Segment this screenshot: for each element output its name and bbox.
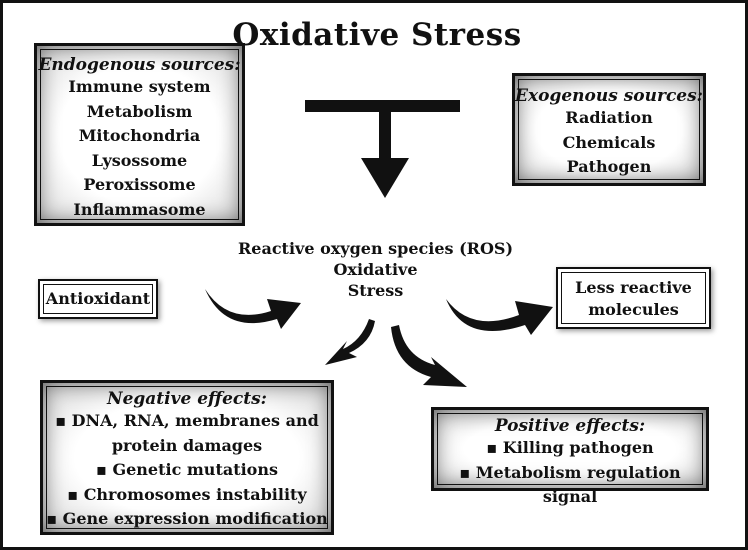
arrow-down-left-icon	[325, 319, 375, 365]
endogenous-item: Mitochondria	[78, 126, 201, 145]
negative-item: Genetic mutations	[43, 458, 331, 483]
endogenous-item: Metabolism	[86, 101, 193, 121]
positive-item: Killing pathogen	[434, 436, 706, 461]
negative-item: Chromosomes instability	[43, 483, 331, 508]
down-arrow-icon	[305, 100, 460, 198]
curved-arrow-right-icon	[205, 289, 301, 329]
negative-item-continued: protein damages	[111, 435, 263, 455]
stress-line: Stress	[347, 281, 404, 300]
negative-effects-box: Negative effects: DNA, RNA, membranes an…	[40, 380, 334, 535]
curved-arrow-right-icon	[446, 299, 553, 335]
arrow-down-right-icon	[391, 325, 467, 387]
exogenous-item: Radiation	[565, 108, 653, 127]
ros-line: Reactive oxygen species (ROS)	[237, 239, 514, 258]
endogenous-item: Inflammasome	[73, 199, 206, 219]
positive-item: Metabolism regulation signal	[434, 461, 706, 510]
negative-heading: Negative effects:	[107, 389, 267, 409]
positive-effects-box: Positive effects: Killing pathogen Metab…	[431, 407, 709, 506]
ros-center-label: Reactive oxygen species (ROS) Oxidative …	[233, 238, 518, 301]
exogenous-item: Chemicals	[562, 132, 656, 152]
exogenous-item: Pathogen	[566, 157, 652, 176]
less-reactive-box: Less reactive molecules	[556, 267, 711, 329]
molecules-line: molecules	[588, 300, 679, 319]
negative-item: Gene expression modification	[43, 507, 331, 532]
exogenous-heading: Exogenous sources:	[515, 86, 703, 106]
positive-heading: Positive effects:	[494, 416, 646, 436]
endogenous-item: Peroxissome	[83, 175, 196, 194]
diagram-title: Oxidative Stress	[232, 17, 522, 53]
endogenous-item: Lysossome	[91, 150, 188, 170]
endogenous-sources-box: Endogenous sources: Immune system Metabo…	[34, 43, 245, 226]
negative-item: DNA, RNA, membranes and	[43, 409, 331, 434]
oxidative-line: Oxidative	[333, 260, 418, 279]
less-reactive-line: Less reactive	[575, 278, 692, 297]
antioxidant-label: Antioxidant	[45, 289, 151, 308]
endogenous-heading: Endogenous sources:	[38, 55, 241, 75]
antioxidant-box: Antioxidant	[38, 279, 158, 319]
exogenous-sources-box: Exogenous sources: Radiation Chemicals P…	[512, 73, 706, 186]
arrows-layer	[205, 100, 553, 387]
endogenous-item: Immune system	[68, 77, 211, 96]
